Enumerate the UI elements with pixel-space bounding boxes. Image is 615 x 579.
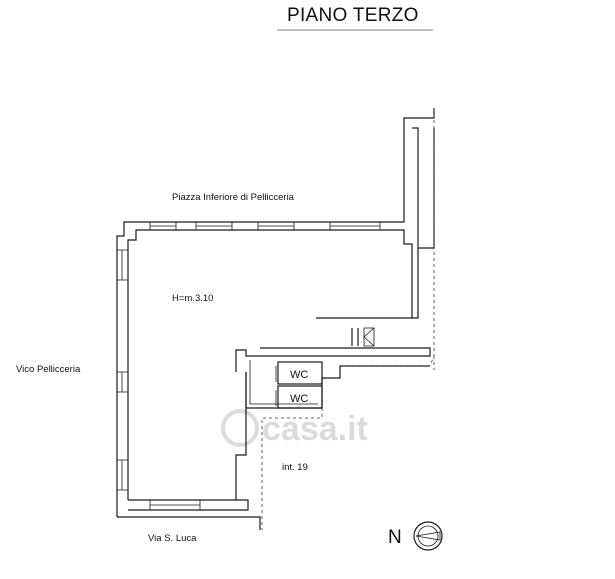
window-north-1 <box>149 222 177 230</box>
window-west-1 <box>117 249 128 281</box>
wc-label-1: WC <box>290 369 308 381</box>
ceiling-height-label: H=m.3.10 <box>172 293 213 304</box>
window-north-3 <box>257 222 295 230</box>
south-wall <box>117 372 261 530</box>
wc-label-2: WC <box>290 393 308 405</box>
service-block-inner <box>249 360 318 405</box>
watermark-text: casa.it <box>262 410 368 448</box>
south-wall-inner <box>128 499 249 511</box>
window-north-2 <box>195 222 233 230</box>
inner-wall-face <box>127 229 413 500</box>
east-wall-inner <box>412 248 419 319</box>
compass-outer-ring-icon <box>413 521 443 551</box>
apartment-walls <box>116 108 435 530</box>
north-letter: N <box>388 527 402 548</box>
compass-arrow-icon <box>415 531 441 541</box>
service-block-wall <box>245 365 430 409</box>
window-south-1 <box>149 500 201 510</box>
partition-wall <box>235 347 431 372</box>
outer-wall <box>116 108 435 517</box>
wc-room-1 <box>277 361 323 385</box>
wc-room-2 <box>277 385 323 409</box>
adjacent-unit-label: int. 19 <box>282 462 308 473</box>
wc-rooms: WC WC <box>275 361 323 409</box>
entrance-door <box>351 327 375 347</box>
east-wall-outer <box>412 127 435 249</box>
boundary-adjacent-unit <box>261 365 430 530</box>
compass-inner-ring-icon <box>417 525 439 547</box>
window-north-4 <box>329 222 381 230</box>
window-west-3 <box>117 459 128 491</box>
plan-title: PIANO TERZO <box>287 5 419 26</box>
west-street-label: Vico Pellicceria <box>16 364 81 375</box>
north-compass: N <box>388 521 443 551</box>
north-street-label: Piazza Inferiore di Pellicceria <box>172 192 295 203</box>
boundary-lines <box>261 108 435 530</box>
watermark-logo-icon <box>221 409 259 447</box>
south-street-label: Via S. Luca <box>148 533 197 544</box>
door-symbol-icon <box>363 327 375 347</box>
window-west-2 <box>117 371 128 393</box>
watermark: casa.it <box>221 409 368 448</box>
